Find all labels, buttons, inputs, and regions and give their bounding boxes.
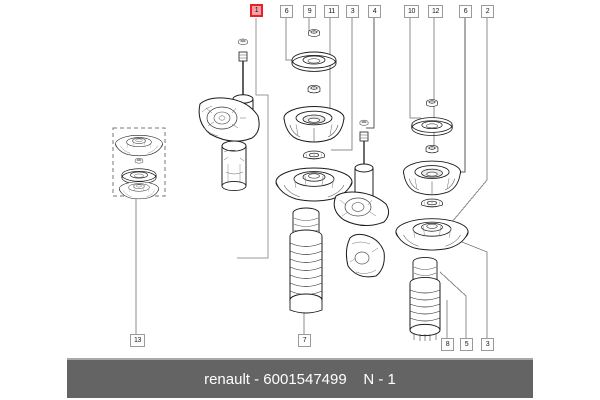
footer-bar: renault - 6001547499 N - 1	[67, 358, 533, 398]
callout-3a[interactable]: 3	[346, 5, 359, 18]
callout-2[interactable]: 2	[481, 5, 494, 18]
callout-11[interactable]: 11	[324, 5, 339, 18]
callout-3b[interactable]: 3	[481, 338, 494, 351]
callout-8[interactable]: 8	[441, 338, 454, 351]
left-strut-assembly	[198, 38, 260, 192]
callout-10[interactable]: 10	[404, 5, 419, 18]
center-exploded-stack	[275, 29, 353, 314]
callout-13[interactable]: 13	[130, 334, 145, 347]
callout-12[interactable]: 12	[428, 5, 443, 18]
callout-5[interactable]: 5	[460, 338, 473, 351]
right-strut-assembly	[333, 119, 390, 278]
callout-6a[interactable]: 6	[280, 5, 293, 18]
callout-1[interactable]: 1	[250, 4, 263, 17]
callout-6b[interactable]: 6	[459, 5, 472, 18]
right-exploded-stack	[395, 99, 469, 341]
callout-4[interactable]: 4	[368, 5, 381, 18]
bellows-right	[409, 256, 441, 341]
footer-caption: renault - 6001547499 N - 1	[204, 370, 396, 388]
callout-9[interactable]: 9	[303, 5, 316, 18]
bellows-center	[289, 207, 323, 314]
dashed-kit-group	[112, 127, 166, 200]
callout-7[interactable]: 7	[298, 334, 311, 347]
